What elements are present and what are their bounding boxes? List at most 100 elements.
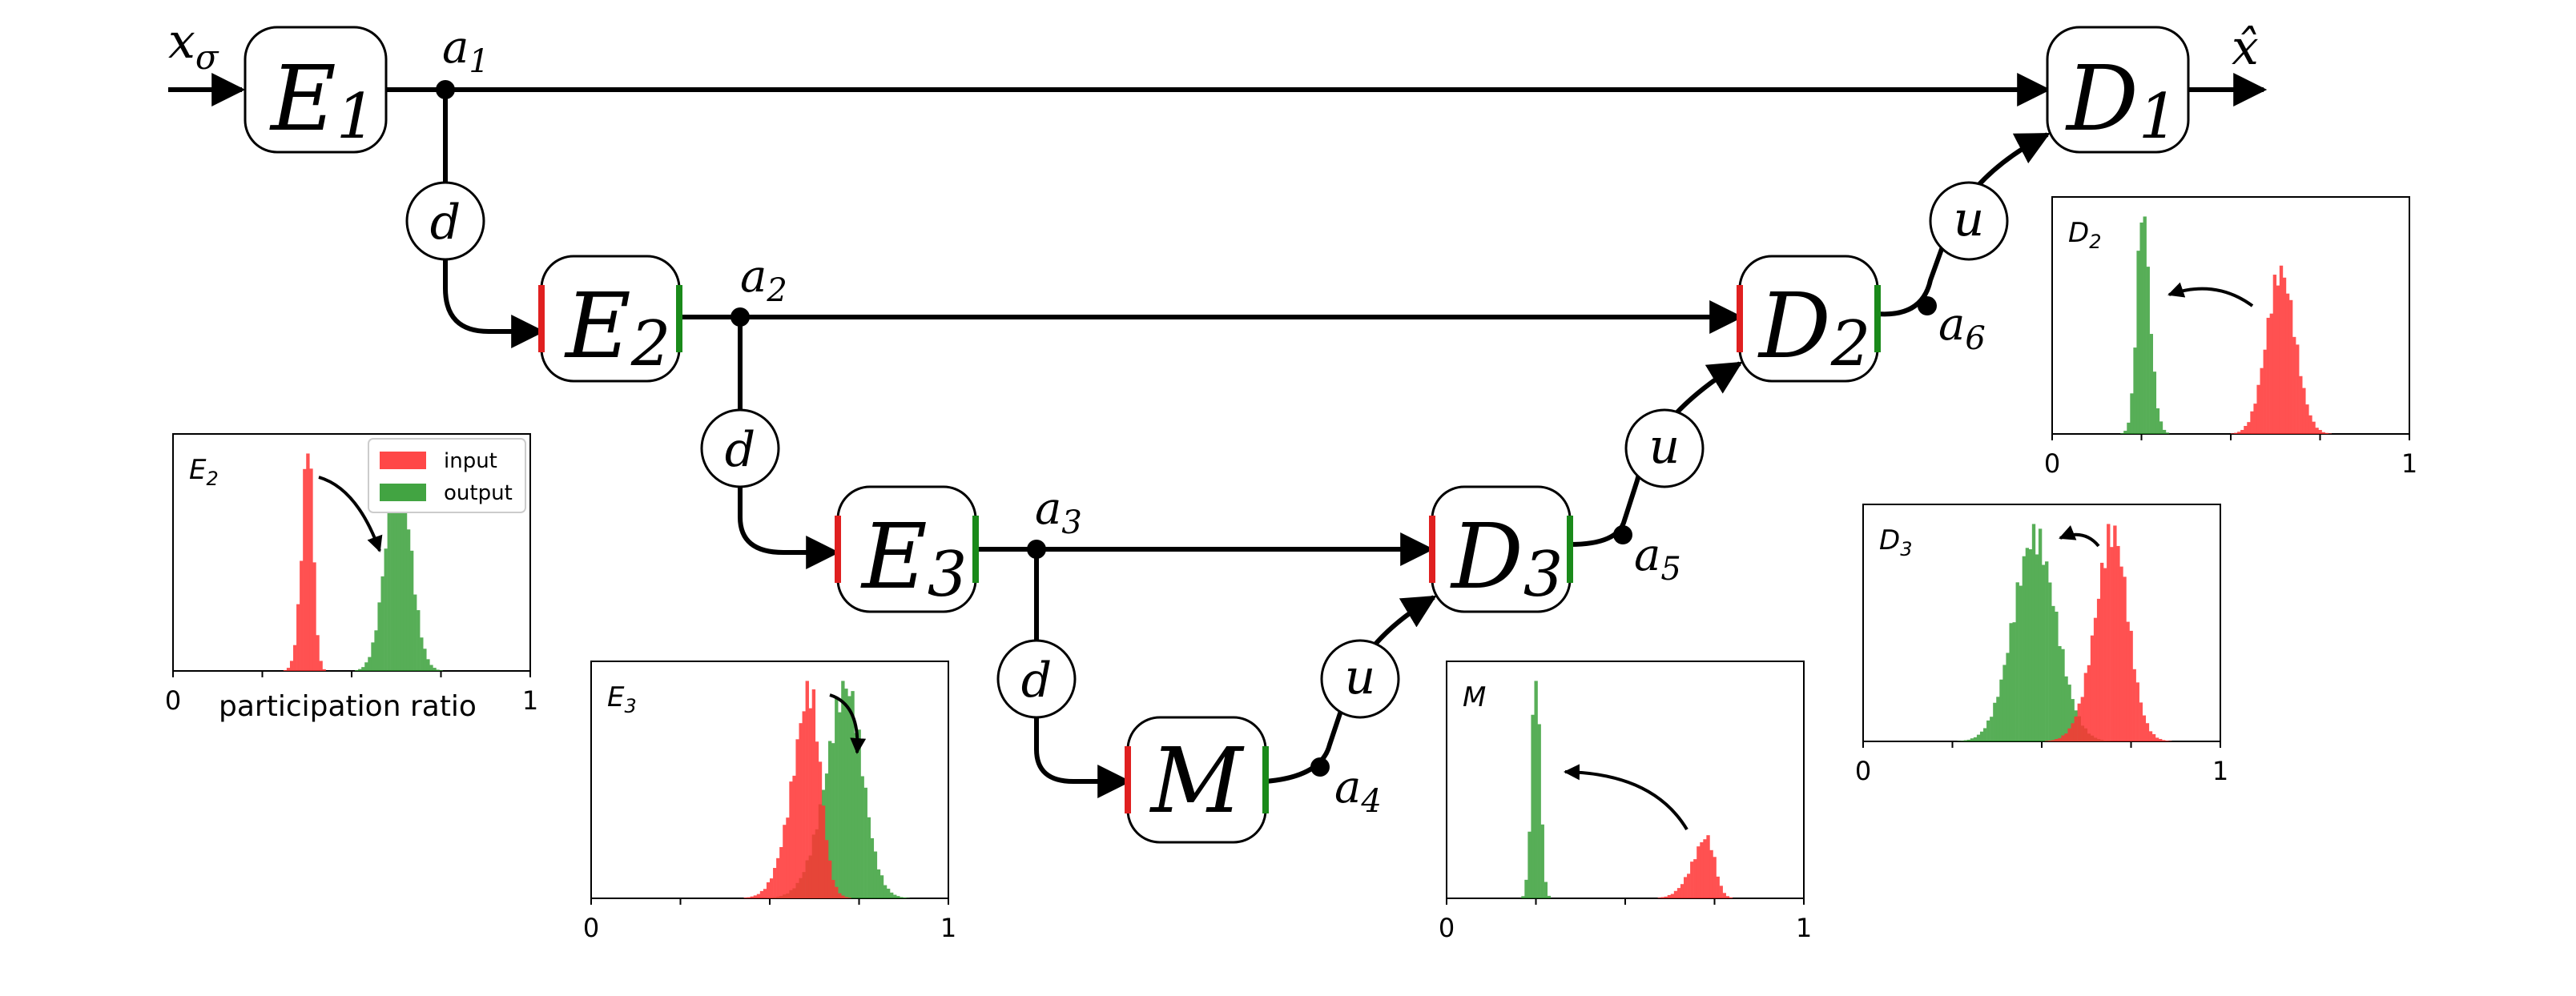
hist-bar bbox=[811, 689, 816, 898]
block-e1: E1 bbox=[244, 26, 388, 154]
down-a1-e2 bbox=[443, 90, 545, 348]
svg-text:D3: D3 bbox=[1450, 505, 1563, 611]
hist-bar bbox=[1700, 841, 1704, 898]
hist-bar bbox=[2312, 421, 2316, 434]
hist-bar bbox=[2045, 561, 2049, 741]
svg-text:u: u bbox=[1649, 419, 1680, 475]
hist-bar bbox=[2025, 548, 2030, 741]
node-a3-label: a3 bbox=[1035, 483, 1082, 541]
svg-text:d: d bbox=[725, 422, 755, 478]
down-a2-e3 bbox=[738, 317, 840, 569]
hist-bar bbox=[799, 723, 803, 898]
hist-bar bbox=[2074, 716, 2078, 741]
hist-bar bbox=[1531, 714, 1535, 898]
hist-bar bbox=[2028, 549, 2033, 741]
hist-bar bbox=[1706, 835, 1710, 898]
hist-bar bbox=[2126, 621, 2130, 741]
hist-bar bbox=[1697, 846, 1701, 898]
hist-bar bbox=[763, 889, 767, 898]
hist-bar bbox=[851, 691, 855, 898]
hist-bar bbox=[1683, 877, 1688, 898]
hist-bar bbox=[2042, 564, 2046, 741]
hist-bar bbox=[2061, 735, 2065, 741]
node-a5-label: a5 bbox=[1634, 529, 1681, 588]
hist-bar bbox=[883, 885, 888, 898]
hist-bar bbox=[409, 550, 414, 671]
hist-bar bbox=[2055, 739, 2059, 741]
hist-bar bbox=[2250, 411, 2254, 434]
hist-bar bbox=[831, 743, 835, 898]
hist-bar bbox=[396, 478, 401, 671]
output-histogram bbox=[1957, 524, 2111, 741]
input-histogram bbox=[1657, 835, 1733, 898]
hist-bar bbox=[838, 893, 842, 898]
svg-text:D2: D2 bbox=[1757, 275, 1870, 380]
hist-bar bbox=[2285, 293, 2290, 434]
output-histogram bbox=[1521, 681, 1552, 898]
hist-bar bbox=[433, 668, 437, 671]
hist-bar bbox=[439, 670, 443, 671]
output-label: x̂ bbox=[2232, 20, 2259, 76]
hist-bar bbox=[2107, 524, 2111, 741]
hist-bar bbox=[2127, 422, 2131, 434]
hist-bar bbox=[1722, 893, 1726, 898]
hist-bar bbox=[1693, 859, 1697, 898]
hist-bar bbox=[380, 576, 384, 671]
legend-input-label: input bbox=[444, 449, 497, 473]
hist-bar bbox=[390, 500, 395, 671]
hist-bar bbox=[756, 894, 761, 898]
hist-bar bbox=[286, 668, 291, 671]
downsample-op-3: d bbox=[996, 639, 1077, 719]
hist-bar bbox=[824, 773, 829, 898]
hist-bar bbox=[384, 548, 388, 671]
hist-bar bbox=[1703, 839, 1707, 898]
hist-bar bbox=[860, 776, 864, 898]
legend-output-label: output bbox=[444, 481, 513, 505]
hist-bar bbox=[821, 805, 826, 898]
tick-label-1: 1 bbox=[2212, 756, 2228, 786]
hist-bar bbox=[1716, 876, 1720, 898]
node-a4-dot bbox=[1310, 757, 1330, 777]
hist-bar bbox=[896, 896, 900, 898]
hist-bar bbox=[322, 669, 326, 671]
hist-bar bbox=[2064, 733, 2068, 741]
hist-bar bbox=[2012, 622, 2016, 741]
hist-bar bbox=[387, 503, 391, 671]
hist-bar bbox=[2080, 697, 2085, 741]
hist-bar bbox=[2276, 285, 2280, 434]
hist-bar bbox=[2077, 703, 2081, 741]
hist-bar bbox=[2324, 432, 2328, 434]
hist-bar bbox=[2006, 653, 2010, 741]
hist-bar bbox=[857, 729, 861, 898]
block-d3: D3 bbox=[1429, 485, 1573, 613]
hist-bar bbox=[2328, 433, 2332, 434]
upsample-op-1: u bbox=[1320, 639, 1400, 719]
hist-bar bbox=[361, 667, 365, 671]
node-a6-dot bbox=[1918, 296, 1937, 315]
tick-label-0: 0 bbox=[165, 685, 181, 716]
hist-bar bbox=[393, 453, 398, 671]
hist-bar bbox=[1673, 890, 1678, 898]
downsample-op-1: d bbox=[405, 181, 485, 261]
hist-bar bbox=[1709, 849, 1713, 898]
hist-bar bbox=[1973, 737, 1978, 741]
svg-text:D1: D1 bbox=[2065, 47, 2178, 153]
hist-bar bbox=[2315, 428, 2319, 434]
hist-bar bbox=[2269, 313, 2274, 434]
hist-bar bbox=[2162, 740, 2166, 741]
hist-bar bbox=[2133, 347, 2137, 434]
hist-bar bbox=[303, 468, 307, 671]
svg-text:E2: E2 bbox=[189, 454, 219, 490]
hist-bar bbox=[773, 868, 777, 898]
hist-bar bbox=[2009, 623, 2013, 741]
hist-bar bbox=[1687, 874, 1691, 898]
svg-text:E3: E3 bbox=[860, 505, 967, 611]
node-a3-dot bbox=[1027, 540, 1046, 559]
hist-bar bbox=[2244, 425, 2248, 434]
hist-bar bbox=[2253, 404, 2257, 434]
hist-bar bbox=[1983, 728, 1987, 741]
hist-bar bbox=[2234, 432, 2238, 434]
hist-bar bbox=[805, 681, 809, 898]
hist-bar bbox=[1713, 857, 1717, 898]
block-e2: E2 bbox=[538, 255, 682, 383]
